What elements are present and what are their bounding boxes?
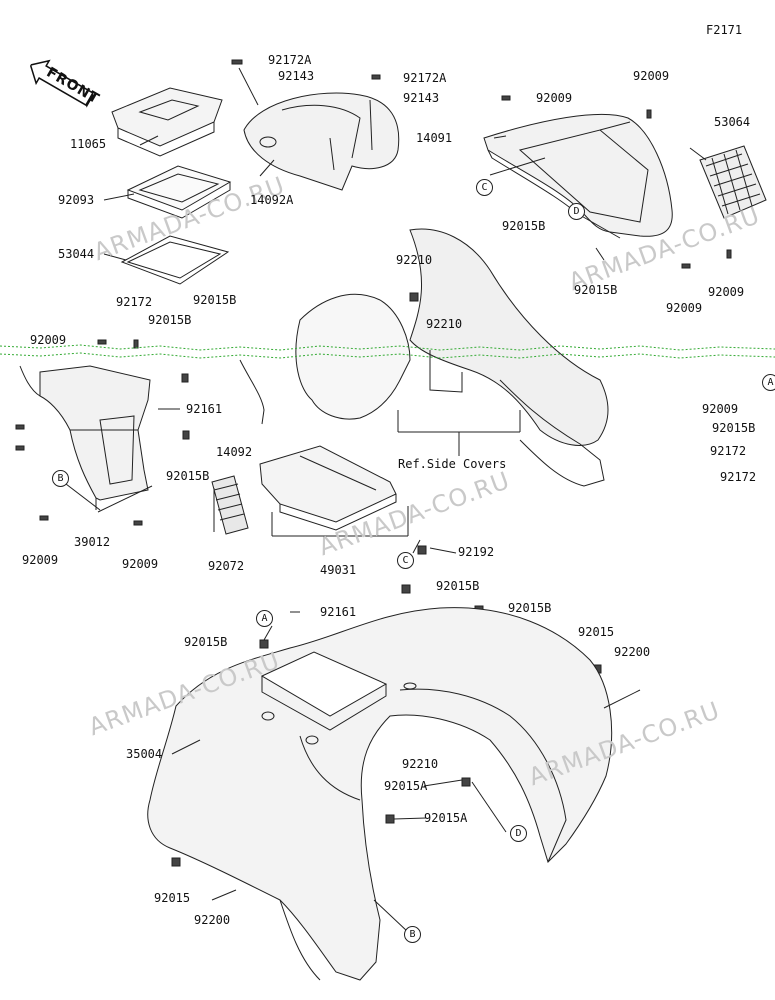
part-label[interactable]: 92200 [194, 913, 231, 927]
part-label[interactable]: 92009 [702, 402, 739, 416]
part-label[interactable]: 49031 [320, 563, 357, 577]
part-label[interactable]: 92161 [186, 402, 223, 416]
part-label[interactable]: 92015B [166, 469, 210, 483]
part-label[interactable]: 92210 [402, 757, 439, 771]
part-label[interactable]: 92015 [578, 625, 615, 639]
callout-b: B [52, 470, 69, 487]
part-label[interactable]: 92172 [710, 444, 747, 458]
callout-c: C [476, 179, 493, 196]
part-label[interactable]: 92172 [720, 470, 757, 484]
callout-a: A [762, 374, 775, 391]
part-label[interactable]: 92210 [396, 253, 433, 267]
part-label[interactable]: 35004 [126, 747, 163, 761]
leader-lines [65, 135, 707, 933]
part-label[interactable]: 92015B [193, 293, 237, 307]
part-label[interactable]: 92015B [184, 635, 228, 649]
part-label[interactable]: 92015B [148, 313, 192, 327]
part-label[interactable]: 14092 [216, 445, 253, 459]
part-14091-fender [483, 113, 673, 237]
ref-note: Ref.Side Covers [398, 457, 507, 471]
bolt-symbols [15, 59, 732, 867]
part-label[interactable]: 92009 [536, 91, 573, 105]
part-label[interactable]: 92161 [320, 605, 357, 619]
callout-a: A [256, 610, 273, 627]
page-break [0, 344, 775, 359]
ref-bracket [397, 410, 521, 456]
part-label[interactable]: 92015B [508, 601, 552, 615]
part-label[interactable]: 92009 [633, 69, 670, 83]
part-label[interactable]: 92072 [208, 559, 245, 573]
part-35004-fender [147, 607, 613, 981]
part-label[interactable]: 92009 [122, 557, 159, 571]
part-label[interactable]: 92093 [58, 193, 95, 207]
bracket-49031 [271, 506, 409, 537]
part-label[interactable]: 92210 [426, 317, 463, 331]
part-label[interactable]: 92172 [116, 295, 153, 309]
part-39012-box [19, 365, 151, 510]
part-label[interactable]: 53044 [58, 247, 95, 261]
front-arrow: FRONT [23, 52, 102, 113]
part-92072-grille [211, 475, 249, 535]
part-label[interactable]: 92172A [403, 71, 447, 85]
part-53044-gasket [120, 235, 230, 285]
part-label[interactable]: 92009 [708, 285, 745, 299]
callout-d: D [510, 825, 527, 842]
part-label[interactable]: 92009 [22, 553, 59, 567]
part-label[interactable]: 92015 [154, 891, 191, 905]
part-label[interactable]: 92015A [384, 779, 428, 793]
part-label[interactable]: 14092A [250, 193, 294, 207]
part-side-cover [239, 228, 609, 487]
part-label[interactable]: 39012 [74, 535, 111, 549]
callout-b: B [404, 926, 421, 943]
part-label[interactable]: 92172A [268, 53, 312, 67]
part-53064-mesh [699, 145, 767, 219]
part-14092A-cover [238, 67, 400, 191]
part-14092-lid [259, 445, 397, 531]
part-label[interactable]: 11065 [70, 137, 107, 151]
part-label[interactable]: 92143 [278, 69, 315, 83]
part-label[interactable]: 92009 [30, 333, 67, 347]
callout-c: C [397, 552, 414, 569]
part-label[interactable]: 92015A [424, 811, 468, 825]
part-label[interactable]: 92009 [666, 301, 703, 315]
part-label[interactable]: 92015B [436, 579, 480, 593]
part-label[interactable]: 53064 [714, 115, 751, 129]
part-label[interactable]: 14091 [416, 131, 453, 145]
part-label[interactable]: 92015B [502, 219, 546, 233]
part-label[interactable]: 92015B [574, 283, 618, 297]
part-label[interactable]: 92143 [403, 91, 440, 105]
part-label[interactable]: 92015B [712, 421, 756, 435]
part-label[interactable]: 92200 [614, 645, 651, 659]
part-11065-lid [111, 87, 223, 157]
callout-d: D [568, 203, 585, 220]
front-arrow-icon [29, 59, 94, 108]
figure-code: F2171 [706, 23, 743, 37]
part-label[interactable]: 92192 [458, 545, 495, 559]
